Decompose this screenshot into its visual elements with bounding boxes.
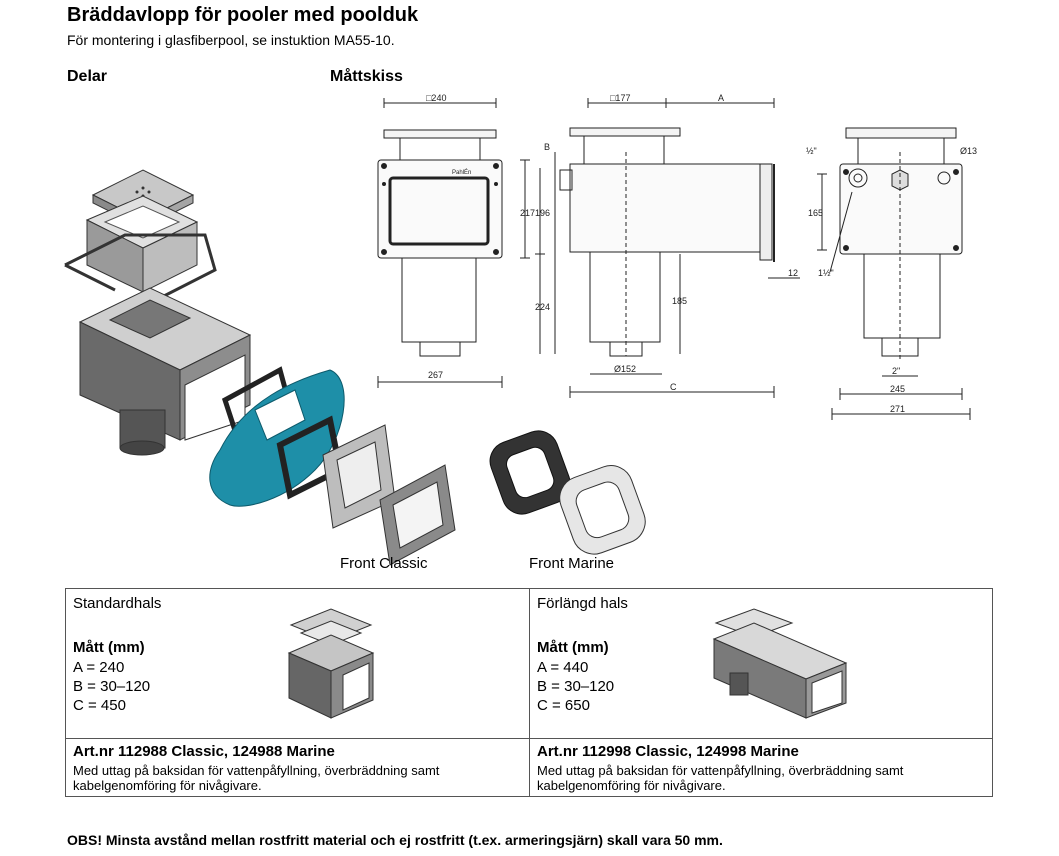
left-dim-c: C = 450 bbox=[73, 697, 126, 714]
warning-note: OBS! Minsta avstånd mellan rostfritt mat… bbox=[67, 832, 723, 848]
extended-neck-image bbox=[712, 608, 848, 719]
spec-table: Standardhals Mått (mm) A = 240 B = 30–12… bbox=[65, 588, 993, 797]
end-view-drawing bbox=[817, 127, 971, 420]
caption-front-classic: Front Classic bbox=[340, 555, 428, 572]
right-dim-b: B = 30–120 bbox=[537, 678, 615, 695]
left-article-number: Art.nr 112988 Classic, 124988 Marine bbox=[73, 743, 335, 760]
page-subtitle: För montering i glasfiberpool, se instuk… bbox=[67, 32, 395, 48]
standard-neck-image bbox=[287, 608, 375, 719]
right-description: Med uttag på baksidan för vattenpåfyllni… bbox=[537, 763, 904, 793]
label-165: 165 bbox=[808, 208, 823, 218]
label-217: 217 bbox=[520, 208, 535, 218]
label-185: 185 bbox=[672, 296, 687, 306]
front-view-drawing bbox=[377, 98, 530, 388]
label-half-inch: ½" bbox=[806, 146, 817, 156]
front-marine-parts bbox=[489, 430, 646, 555]
right-article-number: Art.nr 112998 Classic, 124998 Marine bbox=[537, 743, 799, 760]
left-dims-heading: Mått (mm) bbox=[73, 639, 145, 656]
label-c: C bbox=[670, 382, 677, 392]
label-196: 196 bbox=[535, 208, 550, 218]
label-a: A bbox=[718, 93, 724, 103]
label-d152: Ø152 bbox=[614, 364, 636, 374]
label-b: B bbox=[544, 142, 550, 152]
dimension-drawings: □240 □177 A B 217 196 224 185 267 Ø152 C… bbox=[377, 93, 977, 420]
label-d13: Ø13 bbox=[960, 146, 977, 156]
left-dim-a: A = 240 bbox=[73, 659, 125, 676]
page-title: Bräddavlopp för pooler med poolduk bbox=[67, 4, 419, 26]
label-245: 245 bbox=[890, 384, 905, 394]
brand-logo: PahlÉn bbox=[452, 169, 471, 176]
right-dims-heading: Mått (mm) bbox=[537, 639, 609, 656]
label-240: □240 bbox=[426, 93, 446, 103]
skimmer-body bbox=[78, 287, 252, 456]
label-267: 267 bbox=[428, 370, 443, 380]
label-224: 224 bbox=[535, 302, 550, 312]
section-heading-dimensions: Måttskiss bbox=[330, 68, 403, 85]
label-one-half-inch: 1½" bbox=[818, 268, 834, 278]
front-classic-parts bbox=[276, 415, 456, 566]
caption-front-marine: Front Marine bbox=[529, 555, 615, 572]
right-dim-c: C = 650 bbox=[537, 697, 590, 714]
side-view-drawing bbox=[535, 98, 800, 398]
label-2-inch: 2" bbox=[892, 366, 900, 376]
skimmer-neck bbox=[85, 195, 199, 293]
label-12: 12 bbox=[788, 268, 798, 278]
exploded-parts-illustration bbox=[64, 169, 646, 566]
label-271: 271 bbox=[890, 404, 905, 414]
left-dim-b: B = 30–120 bbox=[73, 678, 151, 695]
right-cell-title: Förlängd hals bbox=[537, 595, 628, 612]
label-177: □177 bbox=[610, 93, 630, 103]
left-description: Med uttag på baksidan för vattenpåfyllni… bbox=[73, 763, 440, 793]
left-cell-title: Standardhals bbox=[73, 595, 162, 612]
right-dim-a: A = 440 bbox=[537, 659, 589, 676]
section-heading-parts: Delar bbox=[67, 68, 108, 85]
